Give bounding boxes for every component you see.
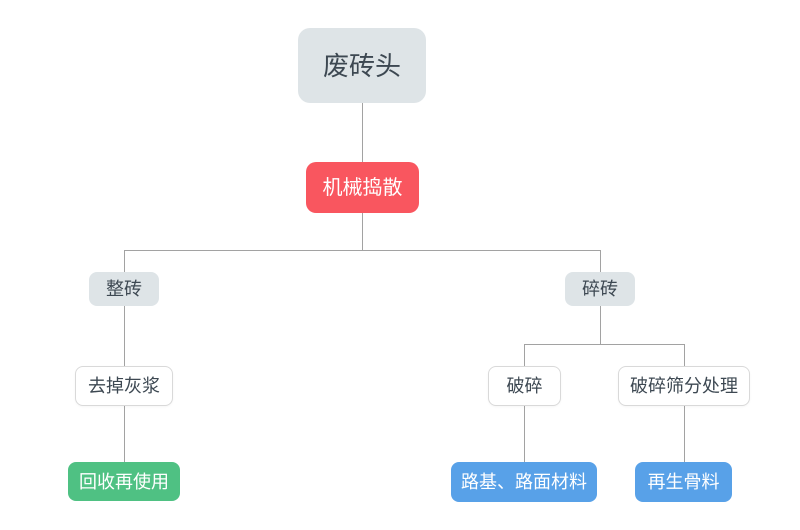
connector-whole-brick-to-remove-mortar bbox=[124, 306, 125, 366]
node-remove-mortar[interactable]: 去掉灰浆 bbox=[75, 366, 173, 406]
connector-broken-brick-to-bus bbox=[600, 306, 601, 344]
node-mechanical-breaking[interactable]: 机械捣散 bbox=[306, 162, 419, 213]
connector-crush-to-road-materials bbox=[524, 406, 525, 462]
node-crush[interactable]: 破碎 bbox=[488, 366, 561, 406]
connector-process-to-bus bbox=[362, 213, 363, 250]
connector-remove-mortar-to-recycle-reuse bbox=[124, 406, 125, 462]
connector-bus-to-crush-screening bbox=[684, 344, 685, 366]
node-recycle-reuse[interactable]: 回收再使用 bbox=[68, 462, 180, 501]
connector-bus-to-broken-brick bbox=[600, 250, 601, 272]
node-road-materials[interactable]: 路基、路面材料 bbox=[451, 462, 597, 502]
node-broken-brick[interactable]: 碎砖 bbox=[565, 272, 635, 306]
node-recycled-aggregate[interactable]: 再生骨料 bbox=[635, 462, 732, 502]
connector-root-to-process bbox=[362, 103, 363, 162]
node-whole-brick[interactable]: 整砖 bbox=[89, 272, 159, 306]
connector-crush-screening-to-recycled-aggregate bbox=[684, 406, 685, 462]
connector-bus-to-whole-brick bbox=[124, 250, 125, 272]
connector-bus-level2 bbox=[524, 344, 684, 345]
connector-bus-level1 bbox=[124, 250, 601, 251]
node-crush-screening[interactable]: 破碎筛分处理 bbox=[618, 366, 750, 406]
connector-bus-to-crush bbox=[524, 344, 525, 366]
node-waste-brick[interactable]: 废砖头 bbox=[298, 28, 426, 103]
